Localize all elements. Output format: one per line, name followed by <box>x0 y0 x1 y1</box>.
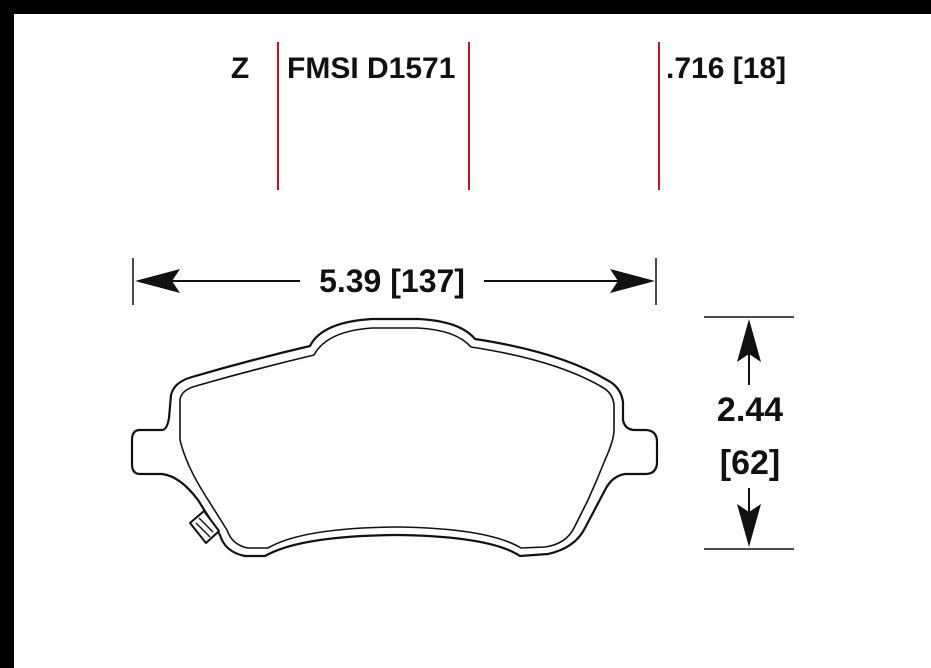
wear-sensor-tab <box>189 510 220 544</box>
brake-pad-inner-outline <box>179 327 615 549</box>
height-arrow-bottom <box>737 504 761 547</box>
thickness-label: .716 [18] <box>666 52 786 85</box>
width-arrow-right <box>610 269 655 293</box>
width-arrow-left <box>135 269 180 293</box>
compound-label: Z <box>231 52 249 85</box>
height-mm-label: [62] <box>720 444 780 482</box>
diagram-canvas <box>14 14 931 668</box>
width-dimension-label: 5.39 [137] <box>319 263 465 299</box>
brake-pad-outline <box>130 317 659 558</box>
height-arrow-top <box>737 319 761 362</box>
height-inches-label: 2.44 <box>717 391 783 429</box>
fmsi-label: FMSI D1571 <box>287 52 455 85</box>
